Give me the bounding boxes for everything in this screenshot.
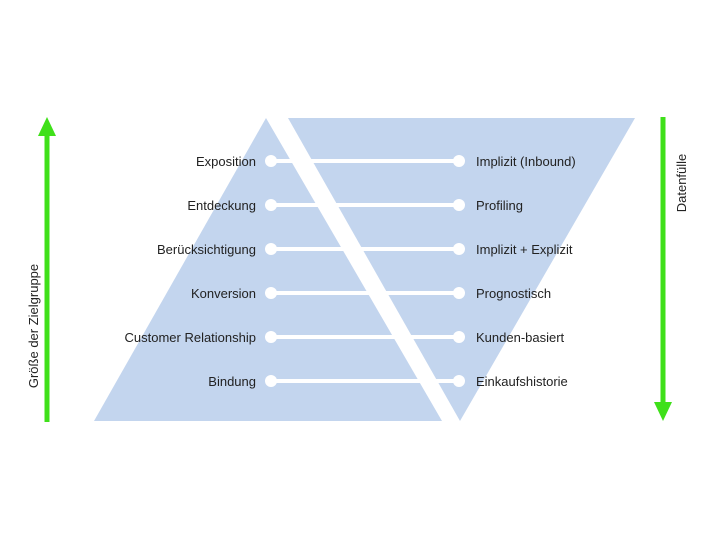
stage-label: Entdeckung [187, 198, 256, 213]
stage-label: Customer Relationship [124, 330, 256, 345]
connector-dot-right [453, 155, 465, 167]
connector-row: Berücksichtigung Implizit + Explizit [157, 242, 573, 257]
arrow-up-icon [38, 117, 56, 136]
connector-dot-left [265, 243, 277, 255]
connector-dot-left [265, 375, 277, 387]
connector-row: Bindung Einkaufshistorie [208, 374, 568, 389]
data-type-label: Implizit + Explizit [476, 242, 573, 257]
connector-dot-right [453, 375, 465, 387]
audience-triangle [94, 118, 442, 421]
data-parallelogram [288, 118, 635, 421]
connector-row: Exposition Implizit (Inbound) [196, 154, 576, 169]
connector-row: Customer Relationship Kunden-basiert [124, 330, 564, 345]
connector-dot-left [265, 331, 277, 343]
connector-dot-right [453, 243, 465, 255]
connector-dot-right [453, 287, 465, 299]
connector-dot-left [265, 199, 277, 211]
connector-row: Konversion Prognostisch [191, 286, 551, 301]
connector-row: Entdeckung Profiling [187, 198, 523, 213]
arrow-down-icon [654, 402, 672, 421]
data-type-label: Prognostisch [476, 286, 551, 301]
right-axis: Datenfülle [654, 117, 689, 421]
data-type-label: Kunden-basiert [476, 330, 565, 345]
data-type-label: Profiling [476, 198, 523, 213]
stage-label: Berücksichtigung [157, 242, 256, 257]
connector-dot-left [265, 287, 277, 299]
stage-label: Bindung [208, 374, 256, 389]
data-type-label: Einkaufshistorie [476, 374, 568, 389]
connector-dot-right [453, 331, 465, 343]
data-type-label: Implizit (Inbound) [476, 154, 576, 169]
connector-dot-right [453, 199, 465, 211]
left-axis: Größe der Zielgruppe [26, 117, 56, 422]
stage-label: Konversion [191, 286, 256, 301]
stage-label: Exposition [196, 154, 256, 169]
connector-dot-left [265, 155, 277, 167]
left-axis-label: Größe der Zielgruppe [26, 264, 41, 388]
right-axis-label: Datenfülle [674, 154, 689, 213]
